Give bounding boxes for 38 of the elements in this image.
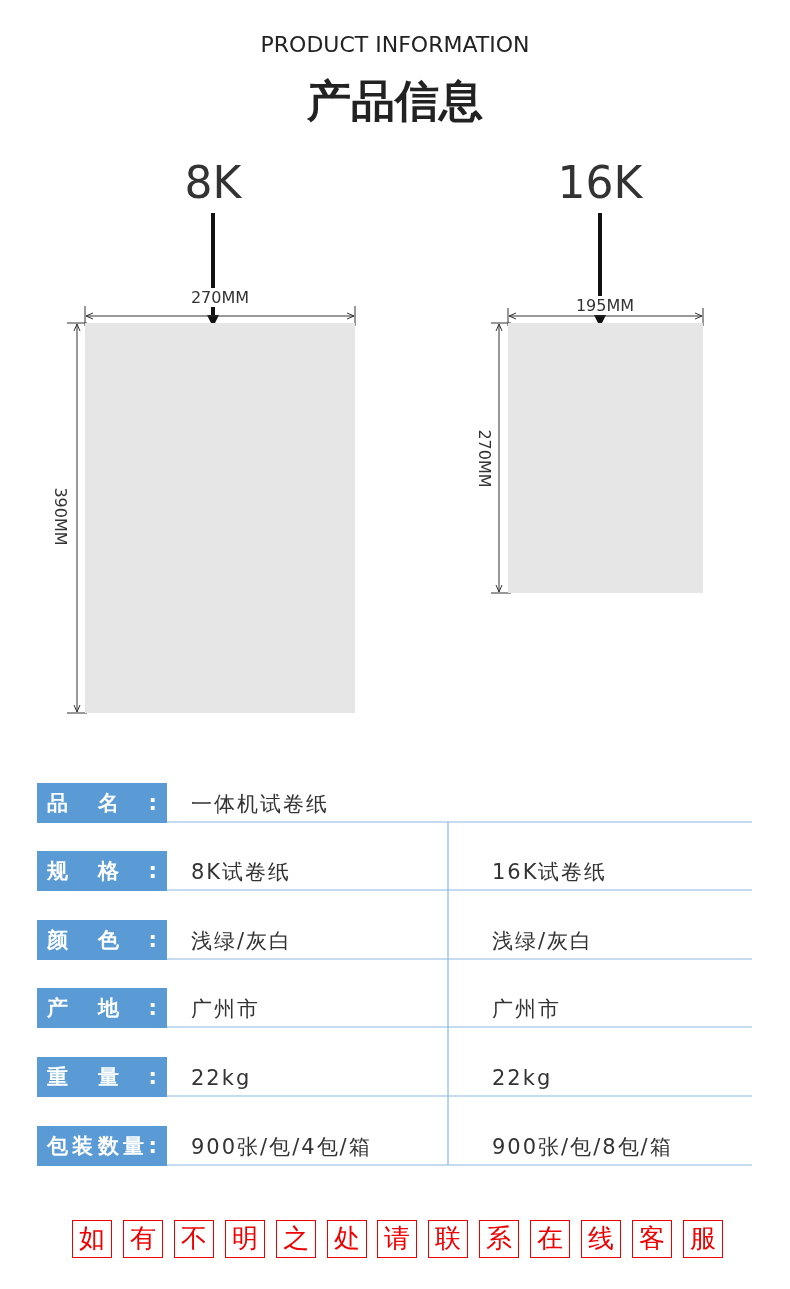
table-value: 8K试卷纸 [191,859,292,886]
table-value: 浅绿/灰白 [492,928,594,955]
table-value: 广州市 [191,996,260,1023]
notice-character: 明 [224,1220,265,1258]
table-value: 广州市 [492,996,561,1023]
notice-character: 之 [275,1220,316,1258]
row-header: 规格: [37,851,167,891]
page-subtitle: PRODUCT INFORMATION [259,32,531,57]
notice-character: 不 [173,1220,214,1258]
notice-character: 客 [631,1220,672,1258]
notice-character: 如 [72,1220,112,1258]
notice-character: 在 [530,1220,571,1258]
notice-character: 线 [581,1220,621,1258]
table-value: 浅绿/灰白 [191,928,293,955]
notice-character: 联 [428,1220,469,1258]
table-value: 22kg [191,1065,252,1092]
table-value: 900张/包/4包/箱 [191,1134,372,1161]
size-label: 16K [537,158,663,208]
paper-sheet [508,323,703,593]
row-header: 包装数量: [37,1126,167,1166]
page-title: 产品信息 [306,74,484,128]
row-header: 颜色: [37,920,167,960]
table-value: 900张/包/8包/箱 [492,1134,673,1161]
row-header: 产地: [37,988,167,1028]
dimension-label: 270MM [474,428,494,490]
paper-sheet [85,323,355,713]
table-value: 22kg [492,1065,553,1092]
table-value: 一体机试卷纸 [191,791,329,818]
notice-character: 有 [122,1220,163,1258]
notice-character: 处 [326,1220,367,1258]
row-header: 重量: [37,1057,167,1097]
notice-character: 服 [682,1220,723,1258]
notice-character: 请 [377,1220,418,1258]
dimension-label: 390MM [50,486,70,548]
table-value: 16K试卷纸 [492,859,608,886]
notice-character: 系 [479,1220,520,1258]
size-label: 8K [150,158,276,208]
row-header: 品名: [37,783,167,823]
